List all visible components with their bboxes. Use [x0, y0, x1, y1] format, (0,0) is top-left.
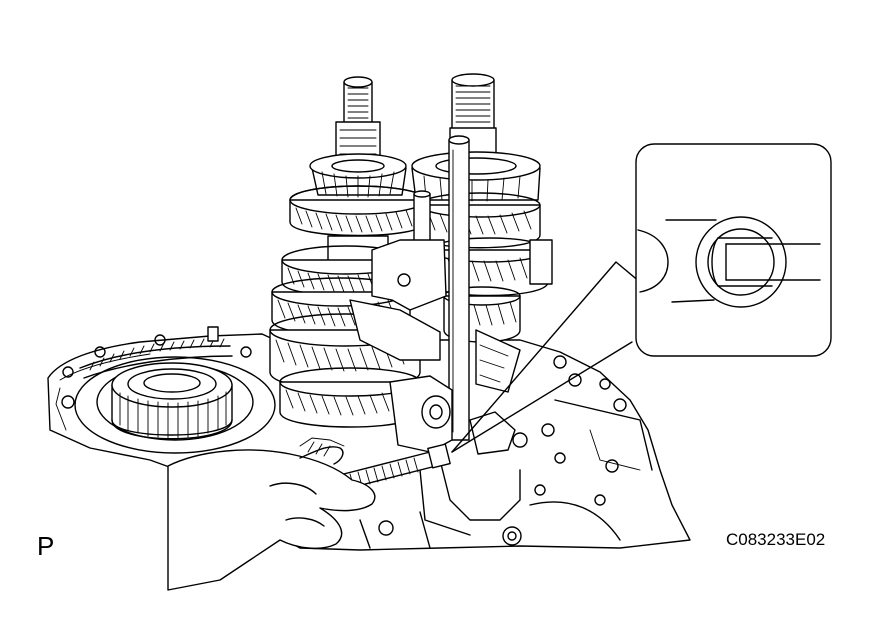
detail-inset — [635, 143, 832, 357]
leader-lines — [451, 261, 641, 453]
view-label: P — [37, 531, 55, 561]
differential-bearing — [74, 356, 276, 454]
tool-and-hand — [167, 437, 451, 591]
figure-code: C083233E02 — [726, 530, 826, 549]
shift-fork-assembly — [349, 135, 521, 455]
